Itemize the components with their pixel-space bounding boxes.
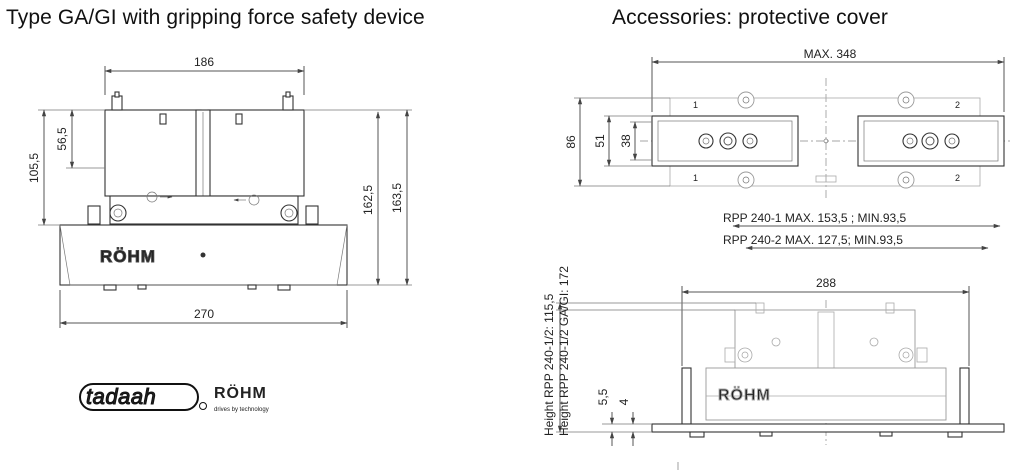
dim-288: 288: [816, 276, 836, 290]
dim-270: 270: [194, 307, 214, 321]
title-left: Type GA/GI with gripping force safety de…: [6, 6, 425, 29]
svg-text:RÖHM: RÖHM: [214, 383, 267, 402]
mark-2-bottom: 2: [955, 173, 960, 183]
tadaah-logo: tadaah: [79, 383, 207, 411]
right-jaw-block: [207, 109, 305, 197]
pin-right: [282, 95, 294, 111]
dim-5-5: 5,5: [596, 388, 610, 405]
cover-base-plate: [651, 423, 1005, 433]
dim-162-5: 162,5: [361, 185, 375, 215]
gripper-front-view: RÖHM: [59, 91, 348, 291]
screw-left-icon: [109, 204, 127, 222]
left-jaw-block: [104, 109, 202, 197]
cover-top-dimensions: MAX. 348 86 51 38 RPP 240-1 MAX. 153,5 ;…: [564, 47, 1005, 251]
cover-wall-left: [681, 367, 692, 425]
left-dimensions: 186 270 56,5 105,5 162,5 163,5: [27, 55, 412, 328]
dim-86: 86: [564, 135, 578, 149]
dim-4: 4: [617, 398, 631, 405]
dim-186: 186: [194, 55, 214, 69]
rpp-240-1: RPP 240-1 MAX. 153,5 ; MIN.93,5: [723, 211, 907, 225]
dim-105-5: 105,5: [27, 153, 41, 183]
screw-right-icon: [280, 204, 298, 222]
mark-1-top: 1: [693, 100, 698, 110]
cover-brand-mark: RÖHM: [718, 385, 771, 404]
mark-1-bottom: 1: [693, 173, 698, 183]
dim-max-348: MAX. 348: [804, 47, 857, 61]
svg-text:tadaah: tadaah: [86, 384, 156, 409]
rohm-logo: RÖHM drives by technology: [214, 383, 269, 413]
rpp-240-2: RPP 240-2 MAX. 127,5; MIN.93,5: [723, 233, 903, 247]
cover-wall-right: [959, 367, 970, 425]
title-right: Accessories: protective cover: [612, 6, 889, 29]
cover-side-dimensions: 288 Height RPP 240-1/2: 115,5 Height RPP…: [542, 266, 970, 446]
dim-38: 38: [619, 134, 633, 148]
dim-163-5: 163,5: [390, 183, 404, 213]
dim-51: 51: [593, 134, 607, 148]
cover-top-view: 1 2 1 2: [640, 78, 1010, 200]
height-label-1: Height RPP 240-1/2: 115,5: [542, 293, 556, 436]
cover-side-view: RÖHM: [651, 300, 1005, 470]
height-label-2: Height RPP 240-1/2 GA/GI: 172: [557, 266, 571, 436]
pin-left: [111, 95, 123, 111]
rohm-tagline: drives by technology: [214, 407, 269, 413]
mark-2-top: 2: [955, 100, 960, 110]
dim-56-5: 56,5: [55, 127, 69, 151]
gripper-brand-mark: RÖHM: [100, 247, 156, 266]
